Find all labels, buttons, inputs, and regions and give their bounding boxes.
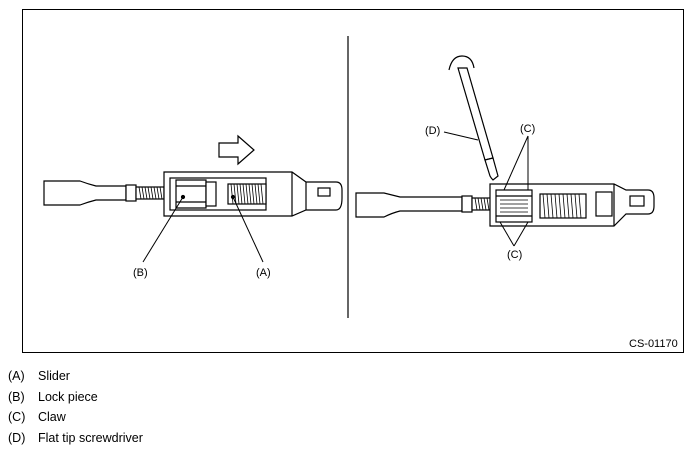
- legend-key: (D): [8, 430, 26, 445]
- left-cable-outer: [43, 180, 127, 206]
- figure-frame: [22, 9, 684, 353]
- legend-key: (C): [8, 410, 26, 424]
- callout-screwdriver: (D): [425, 125, 440, 137]
- right-cable-collar: [461, 195, 473, 213]
- legend-label: Claw: [38, 410, 66, 424]
- lock-piece: [175, 179, 207, 209]
- callout-lock-piece: (B): [133, 267, 148, 279]
- legend-label: Flat tip screwdriver: [38, 430, 143, 445]
- direction-arrow-icon: [218, 134, 255, 166]
- legend-item: (A) Slider: [8, 366, 143, 387]
- left-cable-assembly: [43, 171, 343, 217]
- legend-item: (B) Lock piece: [8, 387, 143, 408]
- figure-code: CS-01170: [629, 338, 678, 350]
- callout-slider: (A): [256, 267, 271, 279]
- legend-key: (B): [8, 389, 25, 404]
- screwdriver-icon: [448, 55, 499, 181]
- callout-claw-bottom: (C): [507, 249, 522, 261]
- right-cable-assembly: [355, 183, 655, 227]
- legend-label: Lock piece: [38, 389, 98, 404]
- legend-item: (C) Claw: [8, 407, 143, 428]
- right-leader-lines: [443, 131, 529, 247]
- left-leader-lines: [142, 194, 264, 263]
- legend-key: (A): [8, 369, 25, 383]
- right-cable-outer: [355, 192, 463, 218]
- claw-block: [495, 189, 533, 223]
- left-cable-collar: [125, 184, 137, 202]
- callout-claw-top: (C): [520, 123, 535, 135]
- legend-label: Slider: [38, 369, 70, 383]
- legend-item: (D) Flat tip screwdriver: [8, 428, 143, 449]
- legend: (A) Slider (B) Lock piece (C) Claw (D) Flat …: [8, 366, 143, 448]
